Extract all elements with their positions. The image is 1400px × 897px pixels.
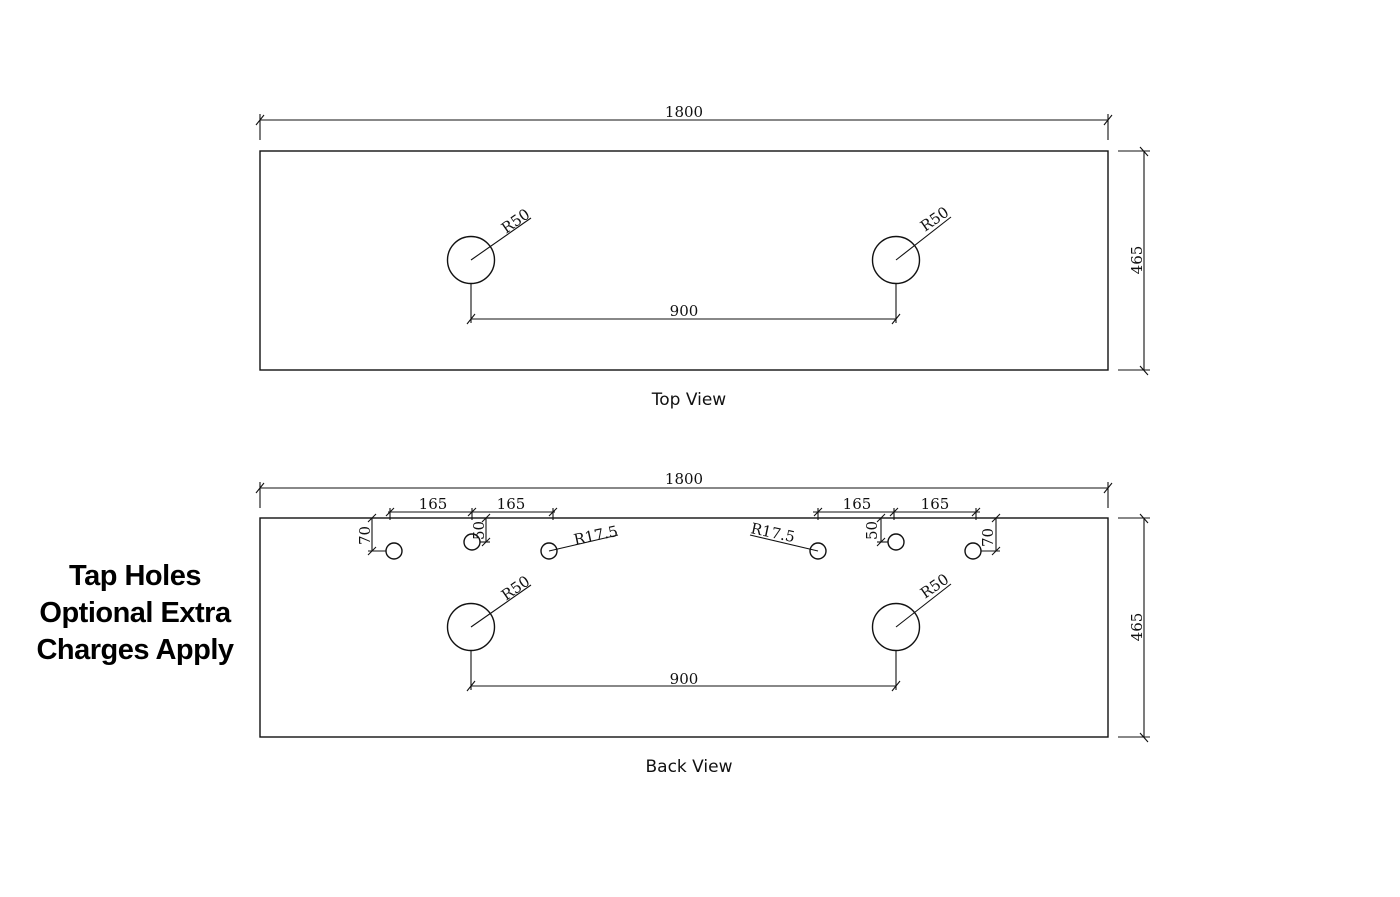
back-width-dimension: 1800 <box>255 470 1113 508</box>
back-left-tap-spacing-b: 165 <box>497 495 526 513</box>
back-view-caption: Back View <box>645 757 732 777</box>
top-width-dimension: 1800 <box>255 103 1113 140</box>
back-height-dimension: 465 <box>1118 513 1150 743</box>
back-width-label: 1800 <box>665 470 703 488</box>
top-view: 1800 465 R50 R50 <box>255 103 1150 410</box>
back-right-tap-spacing-a: 165 <box>843 495 872 513</box>
top-basin-spacing-dimension: 900 <box>466 283 901 325</box>
back-left-outer-tap-hole <box>385 542 403 560</box>
top-view-outline <box>259 150 1109 371</box>
back-right-inner-tap-hole <box>809 542 827 560</box>
back-right-tap-radius: R17.5 <box>749 519 796 546</box>
back-left-tap-hole-group: 165 165 70 50 R17.5 <box>356 495 620 560</box>
note-line-2: Optional Extra <box>39 597 231 629</box>
tap-holes-note: Tap Holes Optional Extra Charges Apply <box>30 558 240 669</box>
back-right-center-tap-hole <box>887 533 905 551</box>
back-right-tap-spacing-b: 165 <box>921 495 950 513</box>
top-basin-spacing-label: 900 <box>670 302 699 320</box>
back-height-label: 465 <box>1128 613 1146 642</box>
back-basin-spacing-dimension: 900 <box>466 650 901 692</box>
back-left-tap-radius: R17.5 <box>572 522 619 549</box>
back-left-basin-radius: R50 <box>498 572 533 604</box>
back-left-outer-offset: 70 <box>356 526 374 545</box>
back-left-tap-spacing-a: 165 <box>419 495 448 513</box>
top-view-caption: Top View <box>651 390 727 410</box>
back-left-inner-tap-hole <box>540 542 558 560</box>
back-right-basin-hole: R50 <box>871 570 952 652</box>
back-basin-spacing-label: 900 <box>670 670 699 688</box>
back-view: 1800 465 165 165 <box>255 470 1150 777</box>
top-left-basin-radius: R50 <box>498 205 533 237</box>
top-height-label: 465 <box>1128 246 1146 275</box>
note-line-1: Tap Holes <box>69 560 201 592</box>
back-right-tap-hole-group: 165 165 50 70 R17.5 <box>749 495 1001 560</box>
back-view-outline <box>259 517 1109 738</box>
note-line-3: Charges Apply <box>36 634 234 666</box>
top-left-basin-hole: R50 <box>446 205 533 285</box>
back-right-center-offset: 50 <box>863 521 881 540</box>
back-right-outer-offset: 70 <box>979 528 997 547</box>
top-width-label: 1800 <box>665 103 703 121</box>
top-height-dimension: 465 <box>1118 146 1150 376</box>
top-right-basin-hole: R50 <box>871 203 952 285</box>
back-left-center-offset: 50 <box>470 521 488 540</box>
back-left-basin-hole: R50 <box>446 572 533 652</box>
